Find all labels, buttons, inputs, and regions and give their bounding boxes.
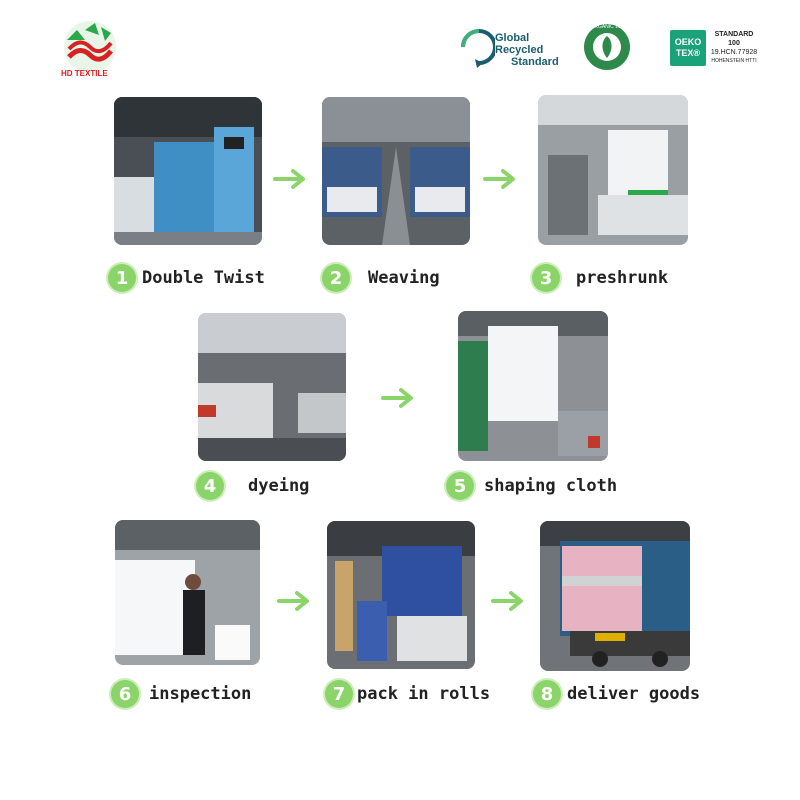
photo-inspection bbox=[115, 520, 260, 665]
oeko-tex-logo: OEKO TEX® STANDARD 100 19.HCN.77928 HOHE… bbox=[670, 28, 760, 70]
step-number: 5 bbox=[446, 472, 474, 500]
company-logo: HD TEXTILE bbox=[55, 15, 125, 85]
step-3: 3 preshrunk bbox=[532, 262, 668, 294]
grs-text-line2: Standard bbox=[511, 56, 559, 68]
step-label: inspection bbox=[149, 684, 252, 704]
step-5: 5 shaping cloth bbox=[446, 470, 617, 502]
ocs-text: ORGANIC 100 bbox=[590, 24, 624, 30]
step-label: pack in rolls bbox=[357, 684, 491, 704]
photo-pack-in-rolls bbox=[327, 521, 475, 669]
step-number: 7 bbox=[325, 680, 353, 708]
grs-text-line1: Global Recycled bbox=[495, 32, 544, 56]
step-number: 6 bbox=[111, 680, 139, 708]
oeko-box: OEKO TEX® bbox=[670, 30, 706, 66]
oeko-100: 100 bbox=[728, 40, 740, 47]
photo-dyeing bbox=[198, 313, 346, 461]
logo-text: HD TEXTILE bbox=[61, 69, 108, 78]
step-2: 2 Weaving bbox=[322, 262, 440, 294]
step-label: Weaving bbox=[368, 268, 440, 288]
organic-content-standard-logo: ORGANIC 100 bbox=[582, 22, 632, 72]
step-label: Double Twist bbox=[142, 268, 265, 288]
step-4: 4 dyeing bbox=[196, 470, 309, 502]
oeko-code: 19.HCN.77928 bbox=[710, 49, 758, 56]
photo-shaping-cloth bbox=[458, 311, 608, 461]
step-1: 1 Double Twist bbox=[108, 262, 265, 294]
arrow-7-8 bbox=[490, 590, 526, 612]
arrow-4-5 bbox=[380, 387, 416, 409]
photo-weaving bbox=[322, 97, 470, 245]
step-8: 8 deliver goods bbox=[533, 678, 700, 710]
arrow-6-7 bbox=[276, 590, 312, 612]
step-number: 4 bbox=[196, 472, 224, 500]
step-6: 6 inspection bbox=[111, 678, 251, 710]
step-number: 2 bbox=[322, 264, 350, 292]
photo-double-twist bbox=[114, 97, 262, 245]
step-number: 1 bbox=[108, 264, 136, 292]
step-label: shaping cloth bbox=[484, 476, 618, 496]
oeko-standard: STANDARD bbox=[714, 31, 754, 38]
step-label: dyeing bbox=[248, 476, 310, 496]
oeko-inst: HOHENSTEIN HTTI bbox=[711, 58, 757, 64]
arrow-2-3 bbox=[482, 168, 518, 190]
grs-logo: Global Recycled Standard bbox=[455, 22, 565, 72]
step-label: deliver goods bbox=[567, 684, 701, 704]
step-number: 8 bbox=[533, 680, 561, 708]
arrow-1-2 bbox=[272, 168, 308, 190]
step-label: preshrunk bbox=[576, 268, 669, 288]
photo-preshrunk bbox=[538, 95, 688, 245]
step-number: 3 bbox=[532, 264, 560, 292]
photo-deliver-goods bbox=[540, 521, 690, 671]
step-7: 7 pack in rolls bbox=[325, 678, 490, 710]
